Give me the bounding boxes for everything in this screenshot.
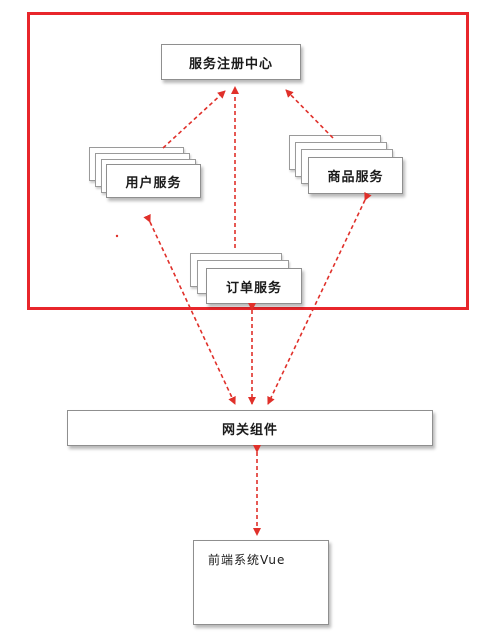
service-registry-label: 服务注册中心 xyxy=(188,56,273,72)
order-service-label: 订单服务 xyxy=(225,280,282,296)
frontend-label: 前端系统Vue xyxy=(208,553,286,567)
order-service-box[interactable]: 订单服务 xyxy=(206,268,302,304)
user-service-label: 用户服务 xyxy=(125,175,182,191)
gateway-label: 网关组件 xyxy=(221,422,278,438)
user-service-box[interactable]: 用户服务 xyxy=(106,164,201,198)
service-registry-box[interactable]: 服务注册中心 xyxy=(161,44,301,80)
product-service-box[interactable]: 商品服务 xyxy=(308,157,403,194)
frontend-box[interactable]: 前端系统Vue xyxy=(193,540,329,625)
gateway-box[interactable]: 网关组件 xyxy=(67,410,433,446)
product-service-label: 商品服务 xyxy=(327,170,384,185)
